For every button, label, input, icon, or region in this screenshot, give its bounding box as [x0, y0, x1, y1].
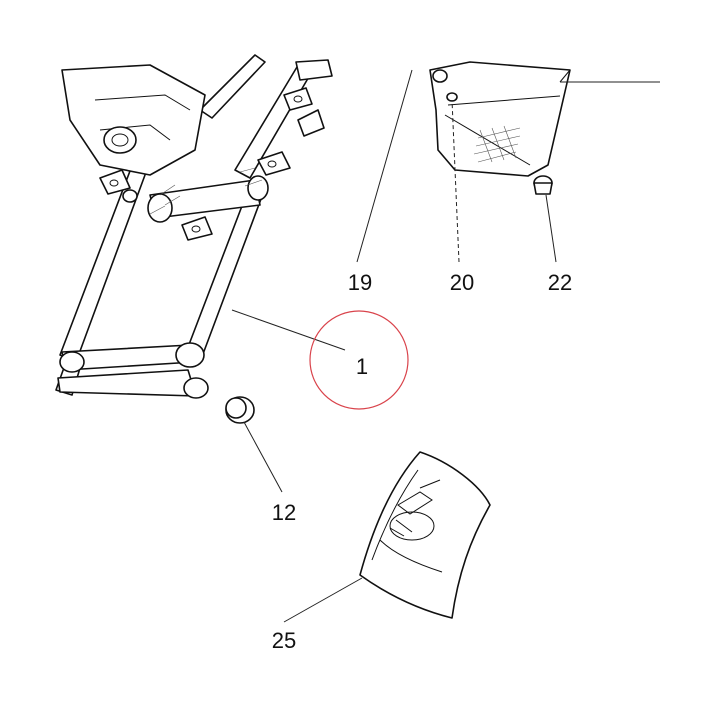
callout-20: 20 — [450, 270, 474, 295]
plug-cap-12 — [225, 396, 255, 424]
screw-22 — [533, 175, 553, 195]
leader-25 — [283, 577, 363, 623]
decal-25 — [359, 451, 491, 619]
leader-19 — [356, 69, 413, 263]
frame-assembly — [55, 54, 333, 399]
leader-12 — [243, 421, 283, 493]
callout-25: 25 — [272, 628, 296, 653]
callout-1: 1 — [356, 354, 368, 379]
cover-panel — [429, 61, 571, 177]
leader-22 — [545, 194, 557, 263]
leader-1 — [231, 309, 346, 351]
callout-22: 22 — [548, 270, 572, 295]
callout-12: 12 — [272, 500, 296, 525]
leader-20 — [451, 99, 460, 263]
highlight-circle — [309, 310, 409, 410]
callout-19: 19 — [348, 270, 372, 295]
callout-labels: 19 20 22 1 12 25 — [272, 270, 572, 653]
leader-lines — [231, 69, 660, 623]
